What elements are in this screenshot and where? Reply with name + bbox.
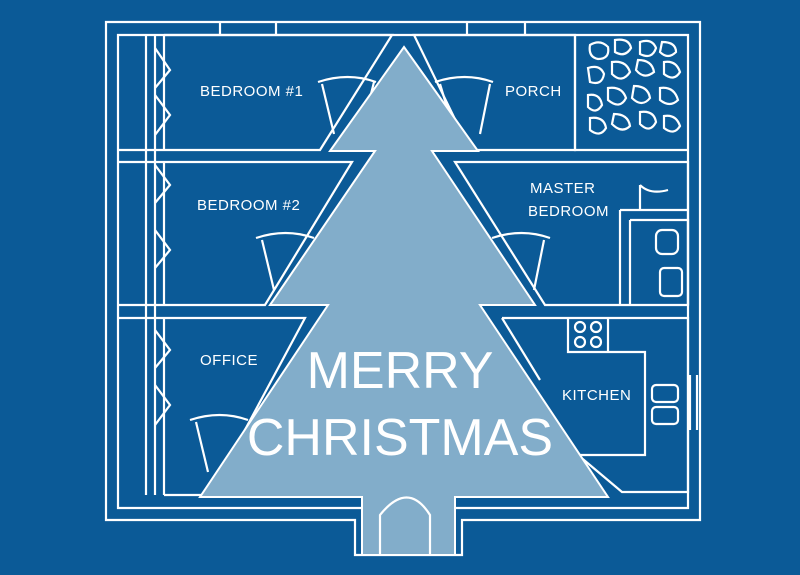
christmas-tree	[198, 45, 610, 556]
label-bedroom-2: BEDROOM #2	[197, 197, 300, 214]
label-master-1: MASTER	[530, 180, 596, 197]
label-master-2: BEDROOM	[528, 203, 609, 220]
greeting-line-2: CHRISTMAS	[247, 409, 553, 467]
trunk-door	[378, 496, 432, 555]
rooms	[164, 33, 699, 497]
label-office: OFFICE	[200, 352, 258, 369]
label-porch: PORCH	[505, 83, 562, 100]
label-bedroom-1: BEDROOM #1	[200, 83, 303, 100]
greeting-line-1: MERRY	[307, 342, 494, 400]
doors	[189, 75, 669, 473]
label-kitchen: KITCHEN	[562, 387, 631, 404]
stone-patio	[586, 38, 682, 135]
